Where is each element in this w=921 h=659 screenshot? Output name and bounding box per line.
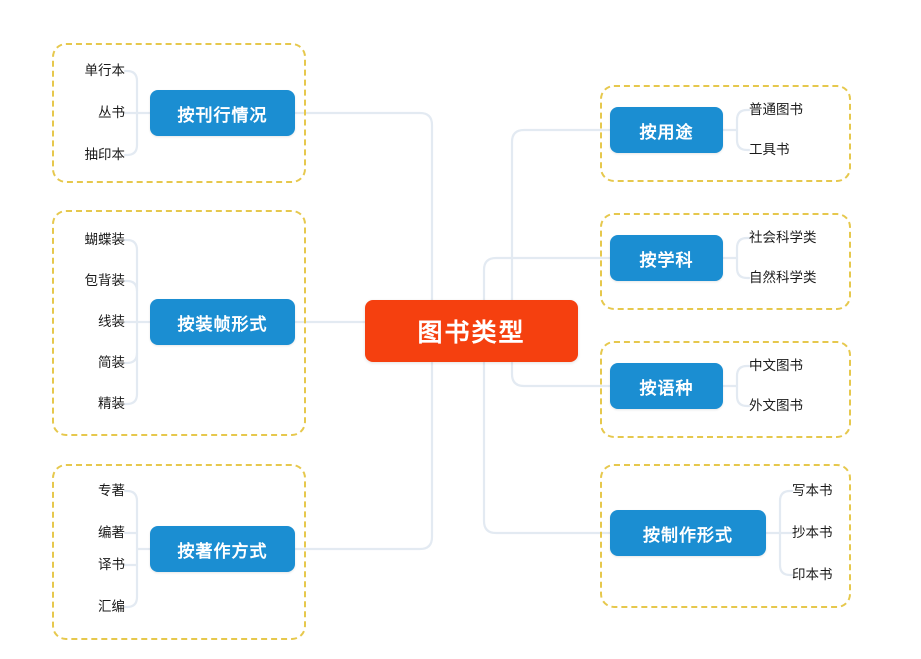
branch-node-production-form[interactable]: 按制作形式 [610,510,766,556]
leaf-label[interactable]: 抽印本 [84,147,126,162]
leaf-label[interactable]: 写本书 [792,483,833,498]
group-frame-authorship-mode [52,464,306,640]
leaf-label[interactable]: 外文图书 [749,398,803,413]
leaf-label[interactable]: 包背装 [84,273,126,288]
leaf-label[interactable]: 普通图书 [749,102,803,117]
leaf-label[interactable]: 译书 [98,557,125,572]
leaf-label[interactable]: 简装 [98,355,125,370]
wire-root-discipline [482,256,612,302]
wire-root-authorship-mode [293,360,434,551]
leaf-label[interactable]: 专著 [98,483,125,498]
leaf-label[interactable]: 编著 [98,525,125,540]
leaf-label[interactable]: 印本书 [792,567,833,582]
leaf-label[interactable]: 线装 [98,314,125,329]
branch-node-authorship-mode[interactable]: 按著作方式 [150,526,295,572]
wire-root-language [510,360,612,388]
wire-root-production-form [482,360,612,535]
branch-node-binding-format[interactable]: 按装帧形式 [150,299,295,345]
group-frame-production-form [600,464,851,608]
leaf-label[interactable]: 工具书 [749,142,790,157]
branch-node-language[interactable]: 按语种 [610,363,723,409]
leaf-label[interactable]: 自然科学类 [749,270,817,285]
leaf-label[interactable]: 丛书 [98,105,125,120]
leaf-label[interactable]: 单行本 [84,63,126,78]
wire-root-publication-status [293,111,434,302]
root-node-book-types[interactable]: 图书类型 [365,300,578,362]
leaf-label[interactable]: 汇编 [98,599,125,614]
leaf-label[interactable]: 蝴蝶装 [84,232,126,247]
branch-node-purpose[interactable]: 按用途 [610,107,723,153]
leaf-label[interactable]: 精装 [98,396,125,411]
wire-root-purpose [510,128,612,302]
branch-node-discipline[interactable]: 按学科 [610,235,723,281]
leaf-label[interactable]: 中文图书 [749,358,803,373]
leaf-label[interactable]: 抄本书 [792,525,833,540]
branch-node-publication-status[interactable]: 按刊行情况 [150,90,295,136]
leaf-label[interactable]: 社会科学类 [749,230,817,245]
